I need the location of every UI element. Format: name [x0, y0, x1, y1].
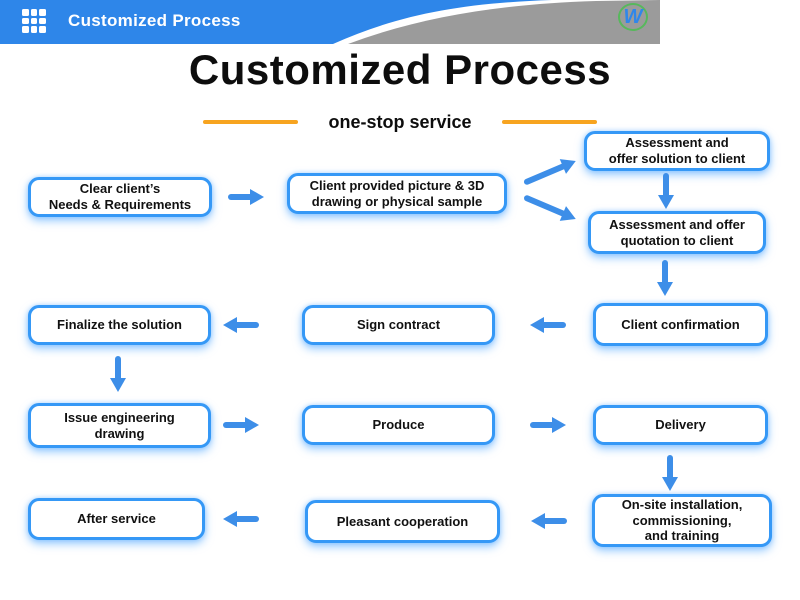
logo-mark-icon: W	[618, 3, 648, 31]
arrow-up-right-icon	[521, 153, 579, 191]
subtitle-row: one-stop service	[0, 110, 800, 134]
flow-box-delivery: Delivery	[593, 405, 768, 445]
arrow-left-icon	[531, 513, 567, 529]
company-logo: W	[612, 3, 654, 41]
arrow-down-icon	[657, 260, 673, 296]
top-banner: Customized Process W	[0, 0, 800, 44]
banner-title: Customized Process	[68, 11, 241, 30]
flow-box-issue-drawing: Issue engineering drawing	[28, 403, 211, 448]
page-title: Customized Process	[188, 46, 612, 93]
arrow-down-icon	[662, 455, 678, 491]
flow-box-finalize-solution: Finalize the solution	[28, 305, 211, 345]
subtitle-rule-right	[501, 120, 597, 124]
flow-box-pleasant-cooperation: Pleasant cooperation	[305, 500, 500, 543]
flow-box-client-picture: Client provided picture & 3D drawing or …	[287, 173, 507, 214]
banner-background	[0, 0, 660, 44]
arrow-left-icon	[223, 511, 259, 527]
flow-box-assessment-quotation: Assessment and offer quotation to client	[588, 211, 766, 254]
arrow-right-icon	[530, 417, 566, 433]
subtitle: one-stop service	[328, 111, 472, 132]
flow-box-onsite-installation: On-site installation, commissioning, and…	[592, 494, 772, 547]
arrow-left-icon	[223, 317, 259, 333]
arrow-down-icon	[658, 173, 674, 209]
flow-box-assessment-solution: Assessment and offer solution to client	[584, 131, 770, 171]
app-grid-icon	[22, 9, 46, 33]
arrow-left-icon	[530, 317, 566, 333]
subtitle-rule-left	[203, 120, 299, 124]
flow-box-produce: Produce	[302, 405, 495, 445]
flow-box-sign-contract: Sign contract	[302, 305, 495, 345]
flow-box-client-confirmation: Client confirmation	[593, 303, 768, 346]
arrow-right-icon	[228, 189, 264, 205]
arrow-down-right-icon	[521, 190, 579, 227]
arrow-down-icon	[110, 356, 126, 392]
arrow-right-icon	[223, 417, 259, 433]
flow-box-clear-needs: Clear client’s Needs & Requirements	[28, 177, 212, 217]
flow-box-after-service: After service	[28, 498, 205, 540]
